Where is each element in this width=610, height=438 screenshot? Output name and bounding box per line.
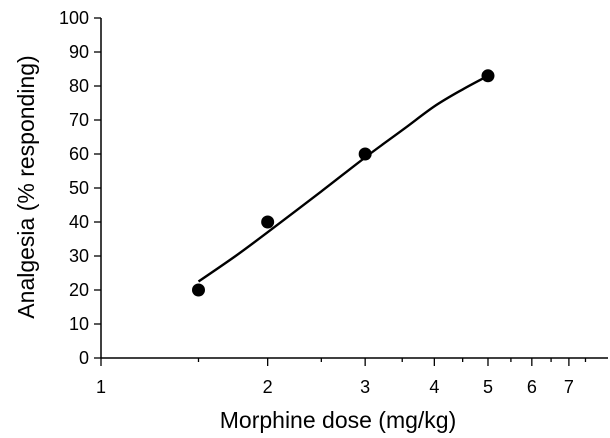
data-point bbox=[191, 283, 205, 297]
data-point bbox=[358, 147, 372, 161]
y-tick-label: 50 bbox=[69, 178, 89, 198]
x-tick-label: 2 bbox=[263, 377, 273, 397]
y-tick-label: 90 bbox=[69, 42, 89, 62]
y-tick-label: 10 bbox=[69, 314, 89, 334]
y-tick-label: 60 bbox=[69, 144, 89, 164]
y-axis-label: Analgesia (% responding) bbox=[13, 55, 39, 318]
y-tick-label: 70 bbox=[69, 110, 89, 130]
data-point bbox=[261, 215, 275, 229]
y-tick-label: 20 bbox=[69, 280, 89, 300]
x-tick-label: 7 bbox=[564, 377, 574, 397]
y-ticks: 0 10 20 30 40 50 60 70 80 90 100 bbox=[59, 8, 101, 368]
x-tick-label: 1 bbox=[96, 377, 106, 397]
x-ticks: 1 2 3 4 5 6 7 bbox=[96, 358, 587, 397]
y-tick-label: 0 bbox=[79, 348, 89, 368]
plot-area: 0 10 20 30 40 50 60 70 80 90 100 1 2 3 4 5 6 7 bbox=[59, 8, 608, 397]
y-tick-label: 80 bbox=[69, 76, 89, 96]
y-tick-label: 100 bbox=[59, 8, 89, 28]
x-tick-label: 6 bbox=[527, 377, 537, 397]
fit-curve bbox=[197, 74, 489, 283]
x-tick-label: 3 bbox=[360, 377, 370, 397]
x-tick-label: 5 bbox=[483, 377, 493, 397]
y-tick-label: 30 bbox=[69, 246, 89, 266]
data-points bbox=[191, 69, 495, 297]
y-tick-label: 40 bbox=[69, 212, 89, 232]
data-point bbox=[481, 69, 495, 83]
x-axis-label: Morphine dose (mg/kg) bbox=[220, 407, 457, 433]
x-tick-label: 4 bbox=[429, 377, 439, 397]
